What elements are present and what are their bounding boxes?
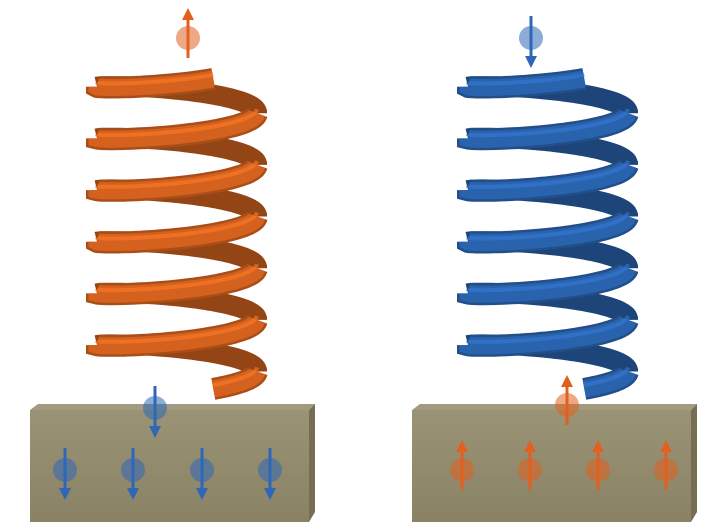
arrow-down-icon — [196, 488, 208, 500]
substrate-spin — [586, 440, 610, 490]
helix-front-segment — [88, 70, 215, 96]
substrate-spin — [121, 448, 145, 500]
helix-front-segment — [88, 316, 265, 355]
helix-front-segment — [459, 70, 586, 96]
bottom-spin — [555, 375, 579, 425]
substrate-spin — [190, 448, 214, 500]
helix-front-segment — [582, 368, 637, 398]
helix-front-segment — [88, 213, 266, 251]
substrate-spin — [258, 448, 282, 500]
helix-highlight — [466, 160, 630, 189]
helix-highlight — [95, 72, 214, 86]
arrow-up-icon — [592, 440, 604, 452]
substrate-spin — [450, 440, 474, 490]
arrow-down-icon — [264, 488, 276, 500]
helix-front-segment — [459, 161, 636, 200]
helix-highlight — [95, 211, 259, 241]
top-spin — [176, 8, 200, 58]
arrow-up-icon — [524, 440, 536, 452]
arrow-down-icon — [525, 56, 537, 68]
helix-highlight — [95, 315, 259, 344]
arrow-up-icon — [182, 8, 194, 20]
helix-front-segment — [211, 368, 266, 398]
substrate-top-face — [412, 404, 697, 410]
helix-front-segment — [459, 110, 636, 148]
top-spin — [519, 16, 543, 68]
arrow-down-icon — [59, 488, 71, 500]
arrow-up-icon — [561, 375, 573, 387]
helix-highlight — [466, 72, 585, 86]
helix — [457, 68, 639, 400]
substrate-top-face — [30, 404, 315, 410]
helix-highlight — [95, 160, 259, 189]
substrate-spin — [518, 440, 542, 490]
right-panel — [412, 16, 697, 522]
helix-front-segment — [459, 265, 636, 303]
substrate-spin — [654, 440, 678, 490]
arrow-down-icon — [149, 426, 161, 438]
arrow-down-icon — [127, 488, 139, 500]
helix-highlight — [95, 108, 259, 138]
helix-highlight — [466, 263, 630, 293]
arrow-up-icon — [456, 440, 468, 452]
helix-front-segment — [459, 316, 636, 355]
left-panel — [30, 8, 315, 522]
helix-front-segment — [88, 265, 265, 303]
substrate-side-face — [691, 404, 697, 522]
helix-front-segment — [88, 161, 265, 200]
helix-highlight — [95, 263, 259, 293]
helix-highlight — [466, 211, 630, 241]
substrate-side-face — [309, 404, 315, 522]
helix-highlight — [583, 366, 630, 387]
bottom-spin — [143, 386, 167, 438]
substrate-spin — [53, 448, 77, 500]
arrow-up-icon — [660, 440, 672, 452]
helix-highlight — [466, 315, 630, 344]
helix-front-segment — [459, 213, 637, 251]
helix-highlight — [466, 108, 630, 138]
helix-highlight — [212, 366, 259, 387]
helix-front-segment — [88, 110, 265, 148]
helix — [86, 68, 268, 400]
